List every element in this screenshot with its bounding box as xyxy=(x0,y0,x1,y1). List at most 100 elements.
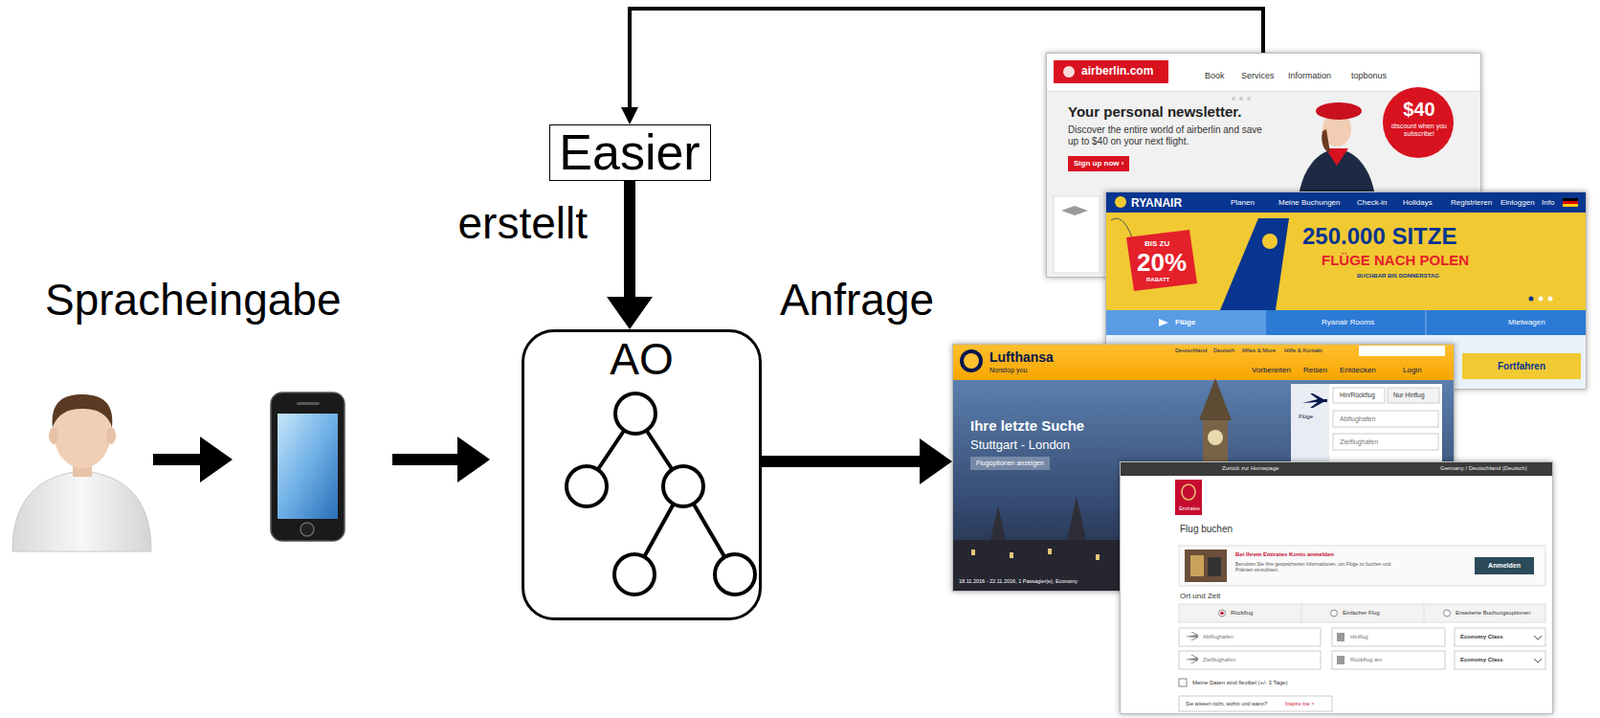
text-slot: Einloggen xyxy=(1500,198,1535,208)
text-slot: Emirates xyxy=(1176,505,1203,512)
screenshot-text: Login xyxy=(1402,365,1423,376)
text-slot: Information xyxy=(1288,70,1332,82)
text-slot: Ihre letzte Suche xyxy=(970,417,1085,435)
text-slot: airberlin.com xyxy=(1081,64,1154,78)
screenshot-text: Planen xyxy=(1230,198,1255,208)
screenshot-text: Erweiterte Buchungsoptionen xyxy=(1455,609,1531,617)
text-slot: topbonus xyxy=(1351,70,1387,82)
screenshot-text: Services xyxy=(1241,70,1275,82)
screenshot-text: Zurück zur Homepage xyxy=(1222,465,1279,472)
text-slot: Entdecken xyxy=(1339,365,1377,376)
screenshot-text: Abflughafen xyxy=(1339,415,1376,423)
caption-label: Spracheingabe xyxy=(44,274,341,326)
text-slot: Abflughafen xyxy=(1202,633,1234,641)
text-slot: RYANAIR xyxy=(1131,196,1182,210)
text-slot: erstellt xyxy=(458,198,588,249)
block-arrow xyxy=(761,438,953,485)
screenshot-text: Einfacher Flug xyxy=(1342,609,1380,617)
node-title: Easier xyxy=(558,125,700,179)
screenshot-text: Economy Class xyxy=(1460,633,1504,641)
screenshot-text: Vorbereiten xyxy=(1251,365,1291,376)
text-slot: Anfrage xyxy=(779,274,934,326)
screenshot-text: topbonus xyxy=(1351,70,1387,82)
screenshot-text: Your personal newsletter. xyxy=(1067,103,1242,121)
text-slot: discount when you subscribe! xyxy=(1388,122,1450,139)
screenshot-text: RYANAIR xyxy=(1131,196,1182,210)
text-slot: Holidays xyxy=(1402,198,1433,208)
screenshot-text: Fortfahren xyxy=(1462,353,1581,379)
screenshot-text: Germany / Deutschland (Deutsch) xyxy=(1440,465,1528,472)
screenshot-text: Hin/Rückflug xyxy=(1339,391,1376,400)
screenshot-text: Benutzen Sie Ihre gespeicherten Informat… xyxy=(1235,560,1408,573)
text-slot: Sign up now › xyxy=(1067,155,1130,172)
screenshot-text: Zielflughafen xyxy=(1202,656,1236,664)
module-box: AO xyxy=(521,329,762,621)
screenshot-text: Anmelden xyxy=(1474,556,1534,575)
text-slot: Services xyxy=(1241,70,1275,82)
feedback-connector xyxy=(621,8,1264,125)
node-title: AO xyxy=(524,336,759,381)
text-slot: Zielflughafen xyxy=(1339,438,1378,446)
text-slot: Hilfe & Kontakt xyxy=(1284,347,1323,355)
screenshot-text: 18.11.2016 - 22.11.2016, 1 Passagier(e),… xyxy=(958,577,1078,585)
screenshot-text: Entdecken xyxy=(1339,365,1377,376)
screenshot-text: Flug buchen xyxy=(1179,523,1233,535)
text-slot: 18.11.2016 - 22.11.2016, 1 Passagier(e),… xyxy=(958,577,1078,585)
screenshot-text: Reisen xyxy=(1303,365,1328,376)
screenshot-text: Flüge xyxy=(1298,413,1313,421)
text-slot: Erweiterte Buchungsoptionen xyxy=(1455,609,1531,617)
text-slot: Rückflug xyxy=(1230,609,1253,617)
edge-label: Anfrage xyxy=(779,274,934,326)
screenshot-text: Mietwagen xyxy=(1508,317,1546,328)
screenshot-text: Deutsch xyxy=(1213,347,1235,355)
block-arrow xyxy=(606,180,653,330)
text-slot: BIS ZU xyxy=(1144,239,1170,249)
screenshot-text: Flüge xyxy=(1175,317,1196,328)
screenshot-text: Rückflug xyxy=(1230,609,1253,617)
text-slot: Flüge xyxy=(1175,317,1196,328)
text-slot: 20% xyxy=(1136,247,1187,278)
text-slot: Stuttgart - London xyxy=(970,437,1070,453)
screenshot-text: Miles & More xyxy=(1242,347,1276,355)
screenshot-text: Rückflug am xyxy=(1350,656,1382,664)
flow-arrow xyxy=(153,436,233,483)
screenshot-text: Hilfe & Kontakt xyxy=(1284,347,1323,355)
screenshot-text: Check-in xyxy=(1356,198,1388,208)
screenshot-text: Ort und Zeit xyxy=(1179,591,1221,601)
text-slot: Anmelden xyxy=(1474,556,1534,575)
screenshot-text: Emirates xyxy=(1176,505,1203,512)
screenshot-text: Information xyxy=(1288,70,1332,82)
text-slot: Nonstop you xyxy=(989,366,1027,375)
screenshot-text: Holidays xyxy=(1402,198,1433,208)
arrow-head xyxy=(621,107,639,125)
text-slot: Mietwagen xyxy=(1508,317,1546,328)
text-slot: AO xyxy=(524,336,759,381)
screenshot-text: Zielflughafen xyxy=(1339,438,1378,446)
text-slot: Spracheingabe xyxy=(44,274,341,326)
edge-label: erstellt xyxy=(458,198,588,249)
text-slot: Check-in xyxy=(1356,198,1388,208)
text-slot: Deutschland xyxy=(1175,347,1207,355)
screenshot-text: Einloggen xyxy=(1500,198,1535,208)
screenshot-text: $40 xyxy=(1383,97,1455,121)
screenshot-text: Discover the entire world of airberlin a… xyxy=(1067,124,1274,148)
screenshot-text: airberlin.com xyxy=(1081,64,1154,78)
text-slot: Einfacher Flug xyxy=(1342,609,1380,617)
text-slot: Vorbereiten xyxy=(1251,365,1291,376)
text-slot: Flüge xyxy=(1298,413,1313,421)
text-slot: Abflughafen xyxy=(1339,415,1376,423)
screenshot-text: 250.000 SITZE xyxy=(1302,222,1457,251)
screenshot-text: Bei Ihrem Emirates Konto anmelden xyxy=(1235,551,1334,558)
text-slot: Flugoptionen anzeigen xyxy=(970,456,1050,470)
screenshot-text: discount when you subscribe! xyxy=(1388,122,1450,139)
text-slot: Economy Class xyxy=(1460,656,1504,664)
tool-box: Easier xyxy=(549,124,712,181)
screenshot-text: Meine Buchungen xyxy=(1278,198,1341,208)
screenshot-text: Nur Hinflug xyxy=(1393,391,1425,400)
text-slot: Deutsch xyxy=(1213,347,1235,355)
text-slot: Login xyxy=(1402,365,1423,376)
screenshot-text: BIS ZU xyxy=(1144,239,1170,249)
text-slot: Registrieren xyxy=(1450,198,1492,208)
screenshot-text: Meine Daten sind flexibel (+/- 3 Tage) xyxy=(1192,679,1288,687)
screenshot-text: Sie wissen nicht, wohin und wann? xyxy=(1185,700,1267,708)
